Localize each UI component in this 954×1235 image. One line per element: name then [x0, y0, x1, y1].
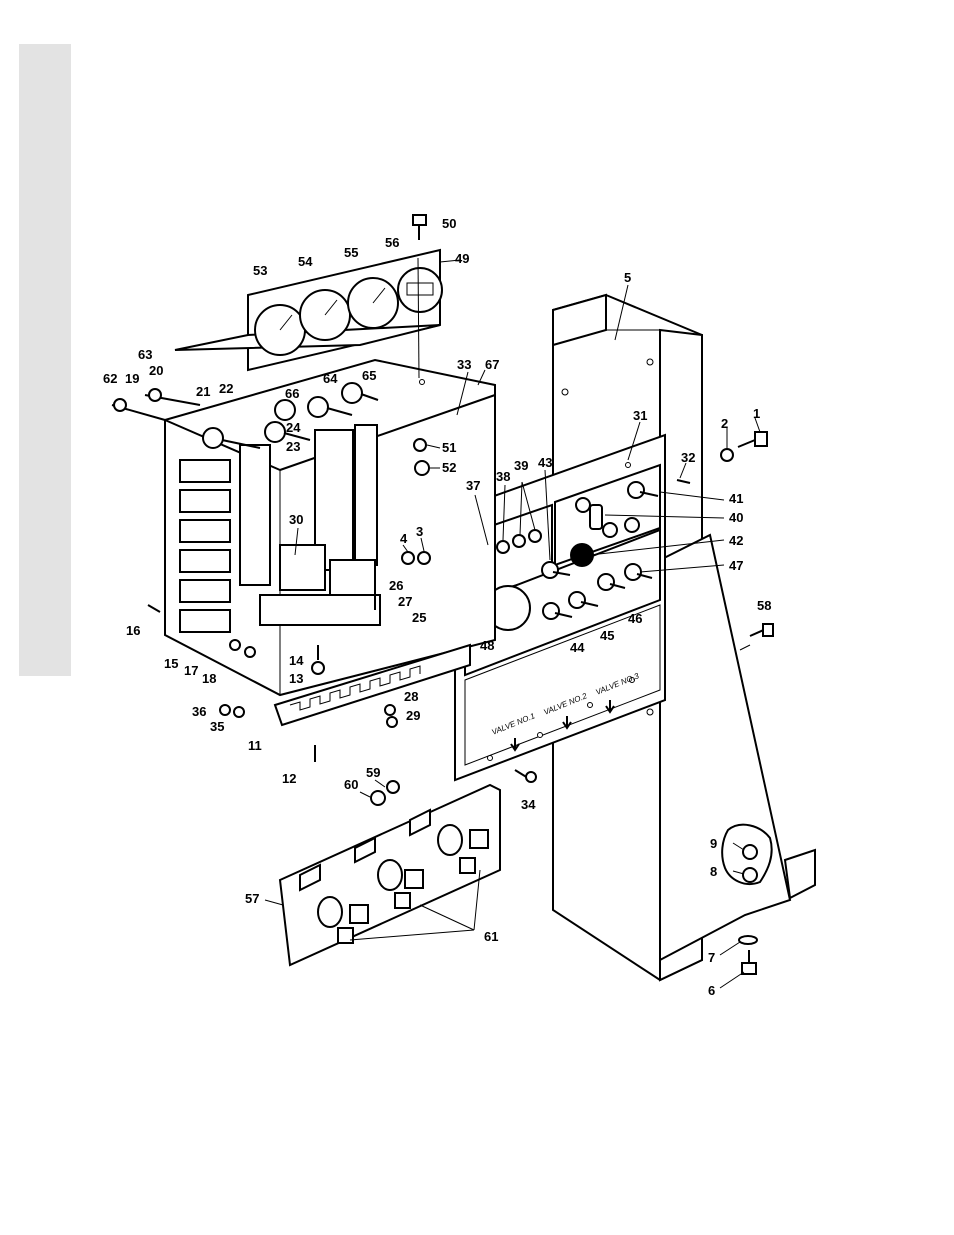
- callout-32: 32: [681, 450, 695, 465]
- callout-51: 51: [442, 440, 456, 455]
- callout-37: 37: [466, 478, 480, 493]
- callout-2: 2: [721, 416, 728, 431]
- callout-27: 27: [398, 594, 412, 609]
- callout-58: 58: [757, 598, 771, 613]
- callout-31: 31: [633, 408, 647, 423]
- callout-6: 6: [708, 983, 715, 998]
- manifold-plate: [280, 785, 500, 965]
- callout-33: 33: [457, 357, 471, 372]
- callout-16: 16: [126, 623, 140, 638]
- callout-59: 59: [366, 765, 380, 780]
- callout-21: 21: [196, 384, 210, 399]
- callout-44: 44: [570, 640, 585, 655]
- callout-66: 66: [285, 386, 299, 401]
- callout-7: 7: [708, 950, 715, 965]
- callout-19: 19: [125, 371, 139, 386]
- callout-30: 30: [289, 512, 303, 527]
- callout-45: 45: [600, 628, 614, 643]
- callout-11: 11: [248, 738, 262, 753]
- callout-34: 34: [521, 797, 536, 812]
- callout-46: 46: [628, 611, 642, 626]
- callout-4: 4: [400, 531, 408, 546]
- callout-63: 63: [138, 347, 152, 362]
- callout-47: 47: [729, 558, 743, 573]
- callout-35: 35: [210, 719, 224, 734]
- callout-25: 25: [412, 610, 426, 625]
- callout-39: 39: [514, 458, 528, 473]
- callout-26: 26: [389, 578, 403, 593]
- callout-57: 57: [245, 891, 259, 906]
- callout-54: 54: [298, 254, 313, 269]
- gauge-panel: [175, 215, 442, 370]
- callout-5: 5: [624, 270, 631, 285]
- callout-55: 55: [344, 245, 358, 260]
- callout-8: 8: [710, 864, 717, 879]
- callout-56: 56: [385, 235, 399, 250]
- callout-38: 38: [496, 469, 510, 484]
- callout-61: 61: [484, 929, 498, 944]
- callout-9: 9: [710, 836, 717, 851]
- callout-18: 18: [202, 671, 216, 686]
- callout-53: 53: [253, 263, 267, 278]
- callout-24: 24: [286, 420, 301, 435]
- callout-42: 42: [729, 533, 743, 548]
- callout-3: 3: [416, 524, 423, 539]
- callout-62: 62: [103, 371, 117, 386]
- callout-48: 48: [480, 638, 494, 653]
- callout-1: 1: [753, 406, 760, 421]
- enclosure-box: [112, 360, 495, 695]
- callout-49: 49: [455, 251, 469, 266]
- callout-14: 14: [289, 653, 304, 668]
- callout-43: 43: [538, 455, 552, 470]
- callout-17: 17: [184, 663, 198, 678]
- callout-50: 50: [442, 216, 456, 231]
- callout-64: 64: [323, 371, 338, 386]
- callout-15: 15: [164, 656, 178, 671]
- callout-12: 12: [282, 771, 296, 786]
- callout-36: 36: [192, 704, 206, 719]
- callout-20: 20: [149, 363, 163, 378]
- callout-23: 23: [286, 439, 300, 454]
- callout-40: 40: [729, 510, 743, 525]
- callout-65: 65: [362, 368, 376, 383]
- callout-60: 60: [344, 777, 358, 792]
- callout-52: 52: [442, 460, 456, 475]
- callout-22: 22: [219, 381, 233, 396]
- callout-67: 67: [485, 357, 499, 372]
- callout-13: 13: [289, 671, 303, 686]
- callout-41: 41: [729, 491, 743, 506]
- callout-28: 28: [404, 689, 418, 704]
- callout-29: 29: [406, 708, 420, 723]
